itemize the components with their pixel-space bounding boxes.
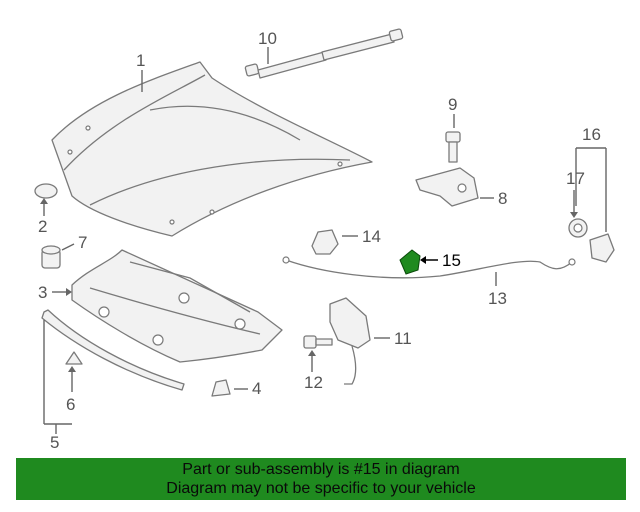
callout-3: 3 (38, 283, 47, 302)
cable-clip (311, 229, 339, 255)
hood-hinge (415, 167, 479, 207)
info-banner: Part or sub-assembly is #15 in diagram D… (16, 458, 626, 500)
callout-15: 15 (442, 251, 461, 270)
callout-10: 10 (258, 29, 277, 48)
callout-5: 5 (50, 433, 59, 452)
callout-7: 7 (78, 233, 87, 252)
callout-4: 4 (252, 379, 261, 398)
callout-13: 13 (488, 289, 507, 308)
highlighted-part-15 (399, 249, 421, 275)
callout-9: 9 (448, 95, 457, 114)
hinge-bolt (445, 131, 461, 163)
seal-clip (65, 351, 83, 365)
callout-12: 12 (304, 373, 323, 392)
hood-seal (41, 309, 185, 391)
callout-1: 1 (136, 51, 145, 70)
latch-bolt (303, 335, 333, 349)
insulator-retainer (211, 379, 231, 397)
callout-17: 17 (566, 169, 585, 188)
parts-diagram: 1 10 2 7 3 5 6 4 (34, 28, 615, 452)
hood-stop-cushion (41, 245, 61, 269)
hood-panel (51, 61, 373, 237)
hood-support-strut (244, 28, 404, 79)
callout-6: 6 (66, 395, 75, 414)
callout-14: 14 (362, 227, 381, 246)
hood-release-cable (285, 259, 573, 279)
callout-16: 16 (582, 125, 601, 144)
hood-latch (329, 297, 371, 385)
hood-insulator (71, 249, 283, 363)
release-lever-spring (568, 218, 588, 238)
callout-2: 2 (38, 217, 47, 236)
banner-line-2: Diagram may not be specific to your vehi… (166, 480, 476, 497)
callout-11: 11 (394, 329, 412, 348)
hood-bumper-pad (34, 183, 58, 199)
hood-release-handle (589, 233, 615, 263)
callout-8: 8 (498, 189, 507, 208)
banner-line-1: Part or sub-assembly is #15 in diagram (182, 461, 460, 478)
